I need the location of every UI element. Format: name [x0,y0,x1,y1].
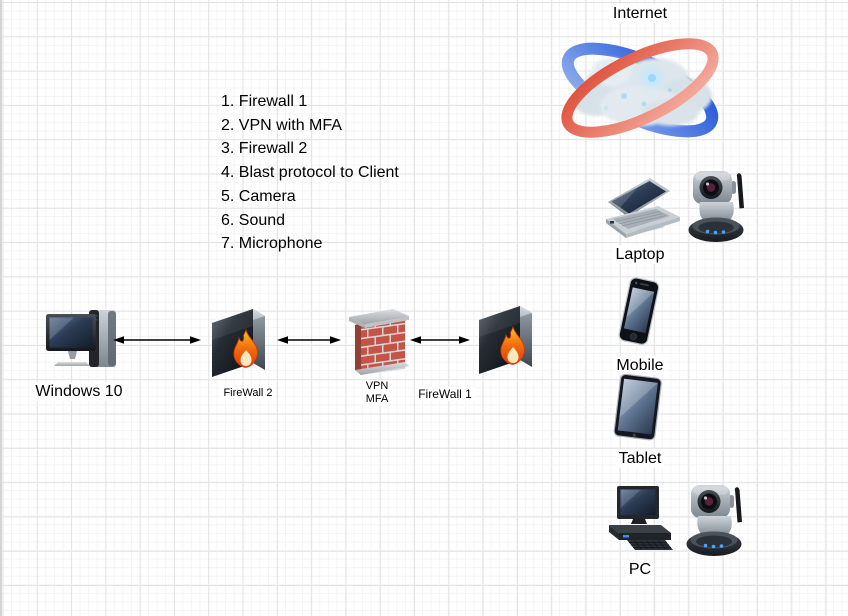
vpn-label-line1: VPN [365,380,389,392]
double-arrow-icon [410,336,470,344]
firewall2-label[interactable]: FireWall 2 [220,387,276,400]
note-line: 7. Microphone [221,235,323,253]
pc-node[interactable] [601,484,675,556]
firewall1-node[interactable] [472,299,538,377]
windows10-label[interactable]: Windows 10 [32,382,126,401]
windows10-node[interactable] [44,305,122,379]
firewall-icon [478,305,533,375]
desktop-computer-icon [46,310,116,367]
note-line: 4. Blast protocol to Client [221,164,399,182]
mobile-node[interactable] [610,276,668,352]
firewall1-label[interactable]: FireWall 1 [415,387,475,401]
smartphone-icon [618,277,660,345]
note-line: 5. Camera [221,187,296,205]
note-line: 2. VPN with MFA [221,116,342,134]
note-line: 3. Firewall 2 [221,140,308,158]
double-arrow-icon [277,336,341,344]
internet-label[interactable]: Internet [609,4,671,23]
desktop-pc-icon [609,486,673,550]
ip-camera-icon [686,485,742,556]
connector-windows10-firewall2[interactable] [112,333,202,347]
laptop-icon [606,178,680,238]
laptop-label[interactable]: Laptop [612,245,668,264]
internet-node[interactable] [556,24,724,156]
firewall-icon [211,308,266,378]
double-arrow-icon [113,336,201,344]
tablet-label[interactable]: Tablet [615,449,665,468]
vpn-label-line2: MFA [365,393,389,405]
connector-vpn-firewall1[interactable] [409,333,471,347]
vpn-node[interactable] [347,301,411,381]
firewall2-node[interactable] [205,302,271,380]
note-line: 1. Firewall 1 [221,93,308,110]
notes-text-block[interactable]: 1. Firewall 1 2. VPN with MFA 3. Firewal… [221,90,471,256]
vpn-label[interactable]: VPN MFA [362,380,392,406]
tablet-icon [613,374,662,441]
ip-camera-icon [688,171,744,242]
pc-camera-node[interactable] [684,482,746,558]
brick-wall-icon [349,309,409,375]
pc-label[interactable]: PC [625,560,655,579]
laptop-node[interactable] [598,172,684,242]
internet-cloud-icon [561,38,719,138]
connector-firewall2-vpn[interactable] [276,333,342,347]
laptop-camera-node[interactable] [686,168,748,244]
note-line: 6. Sound [221,211,286,229]
tablet-node[interactable] [606,374,670,446]
canvas-left-edge [0,0,2,616]
mobile-label[interactable]: Mobile [613,356,667,375]
